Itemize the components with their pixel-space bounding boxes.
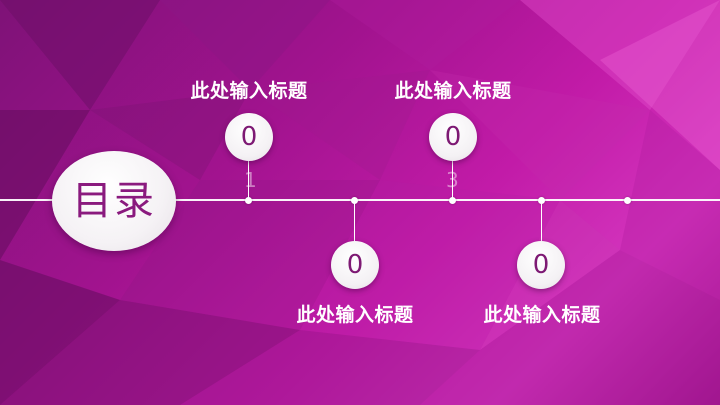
heading-disc bbox=[52, 151, 176, 251]
item-faint-digit-1: 1 bbox=[244, 168, 257, 192]
timeline-dot-3 bbox=[449, 196, 456, 204]
timeline-dot-1 bbox=[245, 196, 252, 204]
toc-heading: 目录 bbox=[72, 178, 156, 224]
timeline-dot-2 bbox=[351, 196, 358, 204]
item-number-2: 0 bbox=[331, 241, 379, 289]
item-title-3: 此处输入标题 bbox=[394, 80, 512, 102]
item-faint-digit-3: 3 bbox=[446, 168, 459, 192]
item-number-3: 0 bbox=[429, 113, 477, 161]
item-number-4: 0 bbox=[517, 241, 565, 289]
timeline-dot-5 bbox=[624, 196, 631, 204]
item-number-1: 0 bbox=[225, 113, 273, 161]
connector-3 bbox=[452, 160, 453, 198]
connector-2 bbox=[354, 201, 355, 241]
timeline-dot-4 bbox=[538, 196, 545, 204]
item-title-2: 此处输入标题 bbox=[296, 304, 414, 326]
connector-4 bbox=[541, 201, 542, 241]
item-title-4: 此处输入标题 bbox=[483, 304, 601, 326]
item-title-1: 此处输入标题 bbox=[190, 80, 308, 102]
timeline-line bbox=[0, 199, 720, 201]
toc-heading-circle: 目录 bbox=[52, 151, 176, 251]
connector-1 bbox=[248, 160, 249, 198]
